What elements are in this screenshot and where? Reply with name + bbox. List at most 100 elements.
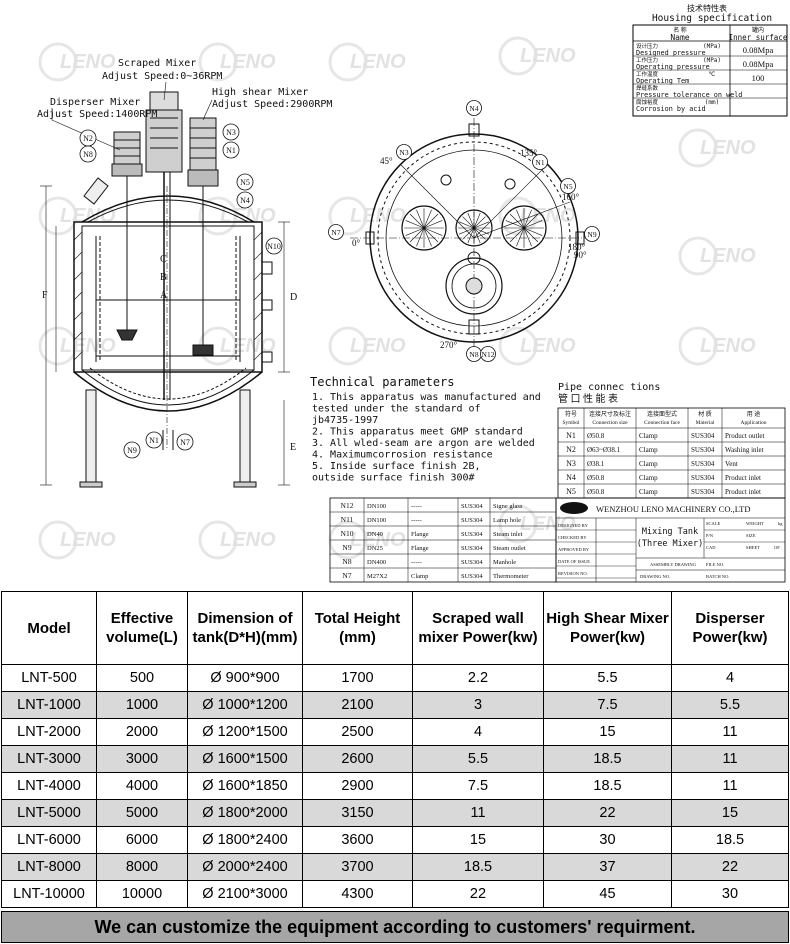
title-block-label: BATCH NO. [706,574,730,579]
title-block-label: CHECKED BY [558,535,587,540]
high-shear-speed-label: Adjust Speed:2900RPM [212,99,332,110]
nozzle-tag: N8 [83,150,93,159]
pipe-header-cn: 连接面型式 [647,410,677,418]
dimension-letter: F [42,290,48,301]
title-block-label: OF [774,545,780,550]
housing-row-en: Operating Tem [636,77,689,85]
watermark-logo [38,520,78,560]
pipe-header-cn: 用 途 [747,410,761,418]
technical-item: 2. This apparatus meet GMP standard [312,427,523,438]
title-block-label: WEIGHT [746,521,764,526]
lower-pipe-cell: SUS304 [461,531,483,538]
top-nozzle-circle [560,178,576,194]
nozzle-tag: N3 [226,128,236,137]
spec-cell: 4 [412,718,544,746]
scraped-mixer-label: Scraped Mixer [118,58,196,69]
spec-cell: LNT-8000 [1,853,97,881]
lower-pipe-cell: N12 [341,501,354,510]
spec-cell: Ø 1200*1500 [187,718,303,746]
pipe-cell: Product inlet [725,488,761,496]
lower-pipe-cell: N10 [341,529,354,538]
spec-cell: 15 [412,826,544,854]
watermark-text: LENO [220,335,276,357]
watermark-text: LENO [350,51,406,73]
lower-pipe-cell: ----- [411,517,422,524]
watermark-text: LENO [520,335,576,357]
watermark-text: LENO [350,335,406,357]
spec-cell: 2900 [302,772,413,800]
disperser-label: Disperser Mixer [50,97,140,108]
top-nozzle-circle [396,144,412,160]
housing-spec-table: 技术特性表 Housing specification 名 称 Name 罐内 … [632,3,788,117]
pipe-cell: N2 [566,445,576,454]
customize-banner: We can customize the equipment according… [1,911,789,943]
technical-item: outside surface finish 300# [312,473,475,484]
spec-cell: LNT-5000 [1,799,97,827]
pipe-cell: Washing inlet [725,446,764,454]
watermark-logo [38,326,78,366]
housing-row-value: 100 [752,73,765,83]
watermark-text: LENO [700,335,756,357]
housing-col1-en: Name [670,33,689,42]
lower-pipe-cell: ----- [411,559,422,566]
watermark-logo [38,42,78,82]
spec-cell: 6000 [96,826,188,854]
pipe-header-en: Connection size [592,420,628,426]
spec-cell: 18.5 [543,745,672,773]
technical-item: 5. Inside surface finish 2B, [312,461,481,472]
lower-pipe-cell: DN25 [367,545,383,552]
lower-pipe-cell: DN100 [367,503,386,510]
housing-row-unit: (MPa) [703,43,721,50]
pipe-cell: SUS304 [691,474,715,482]
watermark-logo [328,326,368,366]
watermark-text: LENO [700,137,756,159]
nozzle-tag: N1 [226,146,236,155]
housing-row-cn: 设计压力 [636,42,658,50]
spec-cell: 15 [671,799,789,827]
watermark-text: LENO [60,335,116,357]
watermark-text: LENO [220,529,276,551]
watermark-logo [678,326,718,366]
dimension-letter: C [160,254,167,265]
angle-label: 0° [352,238,361,248]
spec-cell: 22 [671,853,789,881]
spec-cell: LNT-4000 [1,772,97,800]
pipe-cell: Ø50.8 [587,488,605,496]
nozzle-tag-circle [145,431,163,449]
housing-col2-en: Inner surface [729,33,788,42]
housing-col2-cn: 罐内 [752,26,764,34]
spec-cell: 18.5 [671,826,789,854]
pipe-cell: N5 [566,487,576,496]
nozzle-tag: N7 [180,438,190,447]
spec-cell: 4300 [302,880,413,908]
spec-cell: 30 [543,826,672,854]
scraped-speed-label: Adjust Speed:0~36RPM [102,71,222,82]
lower-pipe-cell: Flange [411,531,429,538]
pipe-header-cn: 材 质 [698,410,712,418]
housing-row-en: Pressure tolerance on weld [636,91,742,99]
spec-cell: 15 [543,718,672,746]
spec-cell: 30 [671,880,789,908]
pipe-cell: N4 [566,473,576,482]
spec-header: Model [1,591,97,665]
spec-cell: 2100 [302,691,413,719]
housing-row-en: Designed pressure [636,49,706,57]
pipe-cell: Product outlet [725,432,765,440]
pipe-cell: SUS304 [691,446,715,454]
top-nozzle-tag: N12 [482,350,495,359]
housing-row-en: Operating pressure [636,63,710,71]
watermark-logo [498,326,538,366]
spec-cell: 18.5 [543,772,672,800]
housing-row-cn: 焊缝系数 [636,84,659,92]
lower-pipe-cell: SUS304 [461,545,483,552]
nozzle-tag-circle [222,141,240,159]
pipe-header-en: Symbol [562,420,580,426]
dimension-letter: B [160,272,167,283]
pipe-header-en: Material [696,420,715,426]
nozzle-tag-circle [236,173,254,191]
angle-label: 160° [562,192,580,202]
